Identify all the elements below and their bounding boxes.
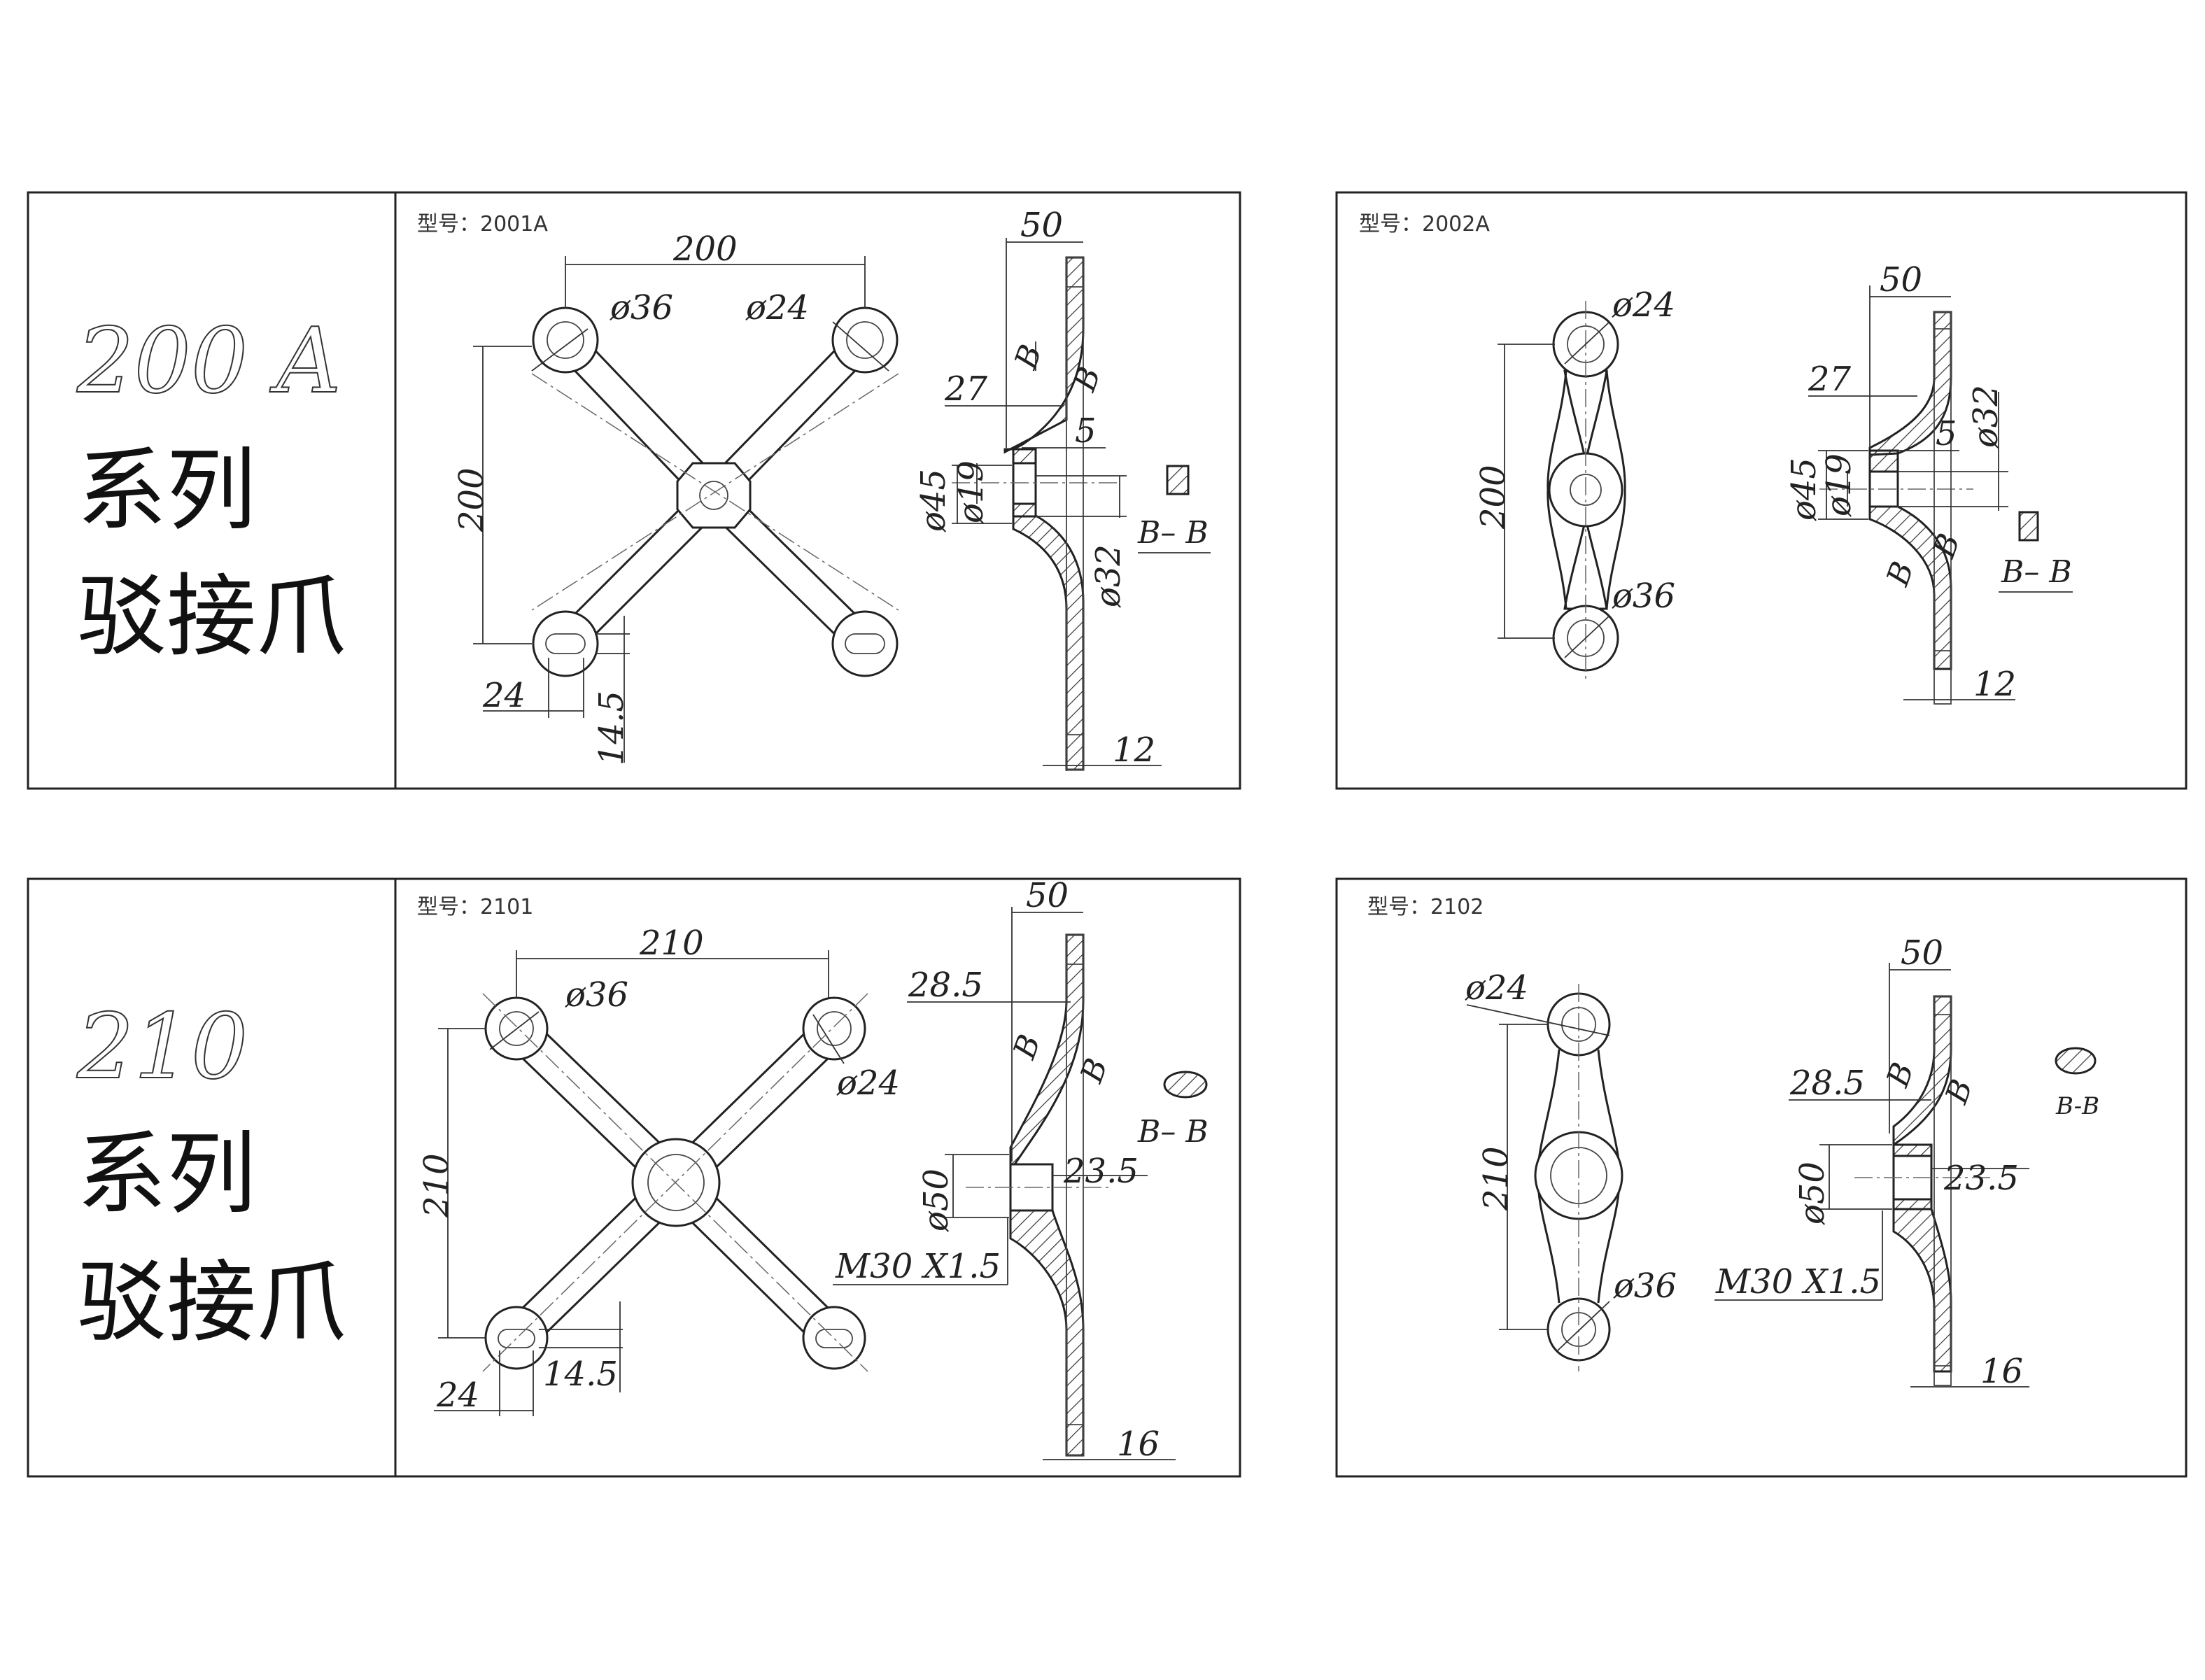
section-detail	[1163, 1071, 1208, 1099]
dim-outer-dia: ø45	[914, 469, 953, 532]
profile-view	[952, 256, 1120, 771]
series-line-1: 系列	[77, 439, 256, 543]
dim-offset: 24	[482, 676, 526, 715]
dim-rise: 27	[944, 369, 988, 409]
panel-2101: 型号：2101 210	[417, 876, 1209, 1464]
plan-view	[1534, 984, 1623, 1371]
dim-large-dia: ø36	[1612, 577, 1675, 616]
model-label: 型号：2001A	[417, 212, 548, 237]
dim-offset: 24	[436, 1376, 479, 1415]
dim-thickness: 12	[1113, 730, 1155, 770]
section-mark: B	[1066, 362, 1108, 397]
dim-width: 200	[672, 230, 738, 269]
dim-profile-width: 50	[1026, 876, 1069, 915]
dim-rise: 27	[1808, 360, 1852, 399]
frame-2102	[1335, 877, 2188, 1478]
hub	[676, 462, 752, 529]
dim-thread: M30 X1.5	[1715, 1262, 1881, 1301]
panel-2001a: 型号：2001A 200	[417, 206, 1211, 771]
dim-depth: 23.5	[1063, 1152, 1139, 1191]
dim-hub-dia: ø32	[1966, 385, 2006, 449]
dim-small-dia: ø24	[836, 1064, 900, 1103]
dim-thickness: 16	[1117, 1425, 1160, 1464]
series-line-2: 驳接爪	[77, 565, 346, 669]
section-mark: B	[1938, 1075, 1980, 1109]
dim-profile-width: 50	[1020, 206, 1063, 245]
section-detail	[2018, 511, 2039, 542]
dim-web: 5	[1936, 414, 1957, 453]
series-number: 210	[76, 995, 248, 1099]
model-label: 型号：2102	[1367, 895, 1484, 919]
mount-eye	[532, 610, 599, 677]
dim-profile-width: 50	[1901, 933, 1943, 973]
section-label: B– B	[1137, 515, 1209, 551]
dim-small-dia: ø24	[745, 288, 809, 327]
dim-small-dia: ø24	[1465, 968, 1528, 1008]
dim-outer-dia: ø50	[1793, 1162, 1832, 1225]
mount-eye	[831, 306, 899, 374]
dim-outer-dia: ø50	[917, 1169, 956, 1232]
profile-view	[1854, 995, 1994, 1386]
frame-200a	[27, 191, 1241, 790]
profile-view	[966, 933, 1113, 1457]
frame-2002a	[1335, 191, 2188, 790]
series-line-1: 系列	[77, 1122, 256, 1227]
model-label: 型号：2002A	[1359, 212, 1490, 237]
dim-height: 200	[452, 467, 491, 532]
dim-large-dia: ø36	[610, 288, 673, 327]
section-label: B-B	[2055, 1092, 2099, 1120]
section-mark: B	[1880, 557, 1921, 591]
dim-hub-dia: ø32	[1089, 544, 1128, 608]
plan-view	[1547, 301, 1626, 680]
dim-small-dia: ø24	[1612, 285, 1675, 325]
dim-height: 210	[1477, 1146, 1516, 1211]
profile-view	[1819, 311, 1973, 705]
section-mark: B	[1008, 340, 1049, 374]
dim-thickness: 12	[1973, 665, 2016, 704]
plan-view	[482, 993, 868, 1372]
dim-large-dia: ø36	[565, 975, 628, 1015]
series-line-2: 驳接爪	[77, 1250, 346, 1355]
dim-large-dia: ø36	[1613, 1266, 1677, 1306]
series-block-200a: 200 A 系列 驳接爪	[27, 191, 1241, 790]
dim-web: 5	[1075, 411, 1097, 451]
dim-depth: 23.5	[1943, 1159, 2019, 1198]
section-detail	[2055, 1047, 2097, 1075]
section-detail	[1166, 465, 1190, 495]
dim-height: 200	[1474, 465, 1513, 530]
frame-210	[27, 877, 1241, 1478]
dim-rise: 28.5	[1789, 1064, 1865, 1103]
dim-slot: 14.5	[543, 1355, 618, 1394]
mount-eye	[831, 610, 899, 677]
dim-bore-dia: ø19	[1819, 453, 1859, 517]
series-number: 200 A	[76, 309, 341, 414]
panel-2002a: 型号：2002A 200 ø24 ø36	[1335, 191, 2188, 790]
dim-profile-width: 50	[1880, 260, 1922, 299]
section-mark: B	[1006, 1030, 1048, 1064]
dim-bore-dia: ø19	[952, 460, 991, 524]
panel-2102: 型号：2102 210 ø24 ø36	[1335, 877, 2188, 1478]
dim-height: 210	[417, 1153, 456, 1218]
section-label: B– B	[2001, 554, 2072, 590]
dim-rise: 28.5	[908, 966, 983, 1005]
plan-view	[531, 306, 899, 677]
dim-thread: M30 X1.5	[835, 1247, 1001, 1286]
section-mark: B	[1880, 1058, 1921, 1092]
section-label: B– B	[1137, 1114, 1209, 1150]
mount-eye	[802, 996, 866, 1061]
model-label: 型号：2101	[417, 895, 533, 919]
dim-thickness: 16	[1980, 1352, 2023, 1391]
dim-width: 210	[639, 924, 704, 963]
dim-outer-dia: ø45	[1784, 458, 1824, 521]
dim-slot: 14.5	[592, 691, 631, 765]
series-block-210: 210 系列 驳接爪	[27, 877, 1241, 1478]
section-mark: B	[1073, 1054, 1115, 1088]
